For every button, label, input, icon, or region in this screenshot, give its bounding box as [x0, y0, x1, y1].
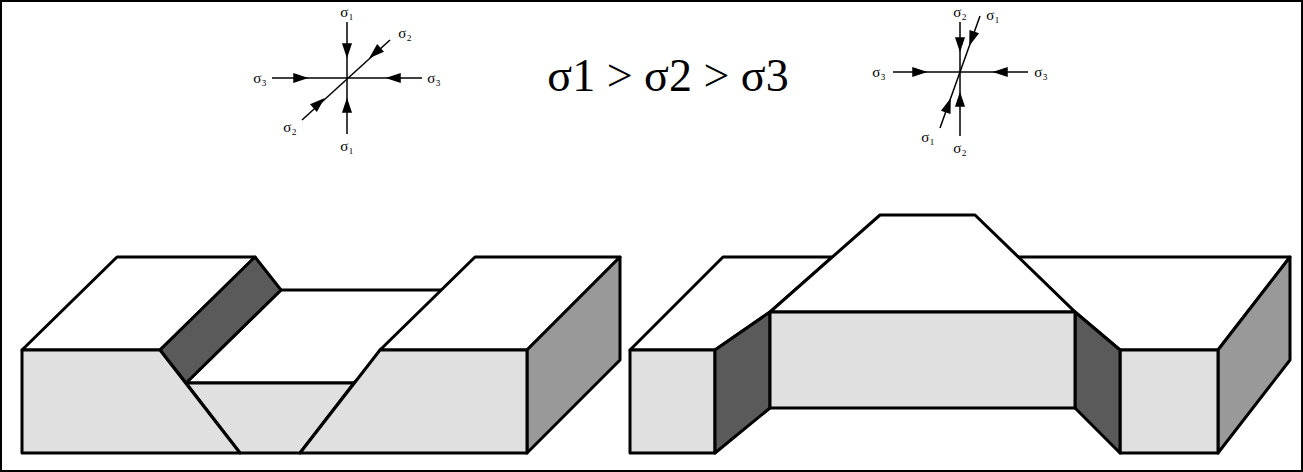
stress-label: σ₂ — [398, 26, 411, 41]
stress-label: σ₃ — [1034, 65, 1047, 80]
stress-label: σ₁ — [340, 5, 353, 20]
stress-label: σ₁ — [921, 130, 934, 145]
stress-relation: σ1 > σ2 > σ3 — [547, 53, 788, 99]
stress-label: σ₁ — [340, 139, 353, 154]
graben-blocks — [22, 257, 620, 453]
stress-label: σ₁ — [986, 8, 999, 23]
stress-label: σ₂ — [283, 120, 296, 135]
stress-label: σ₂ — [953, 141, 966, 156]
stress-label: σ₂ — [953, 5, 966, 20]
stress-axes-right — [893, 16, 1028, 136]
stress-label: σ₃ — [427, 71, 440, 86]
stress-label: σ₃ — [872, 65, 885, 80]
stress-label: σ₃ — [253, 71, 266, 86]
stress-axes-left — [272, 22, 422, 134]
horst-blocks — [630, 215, 1290, 453]
